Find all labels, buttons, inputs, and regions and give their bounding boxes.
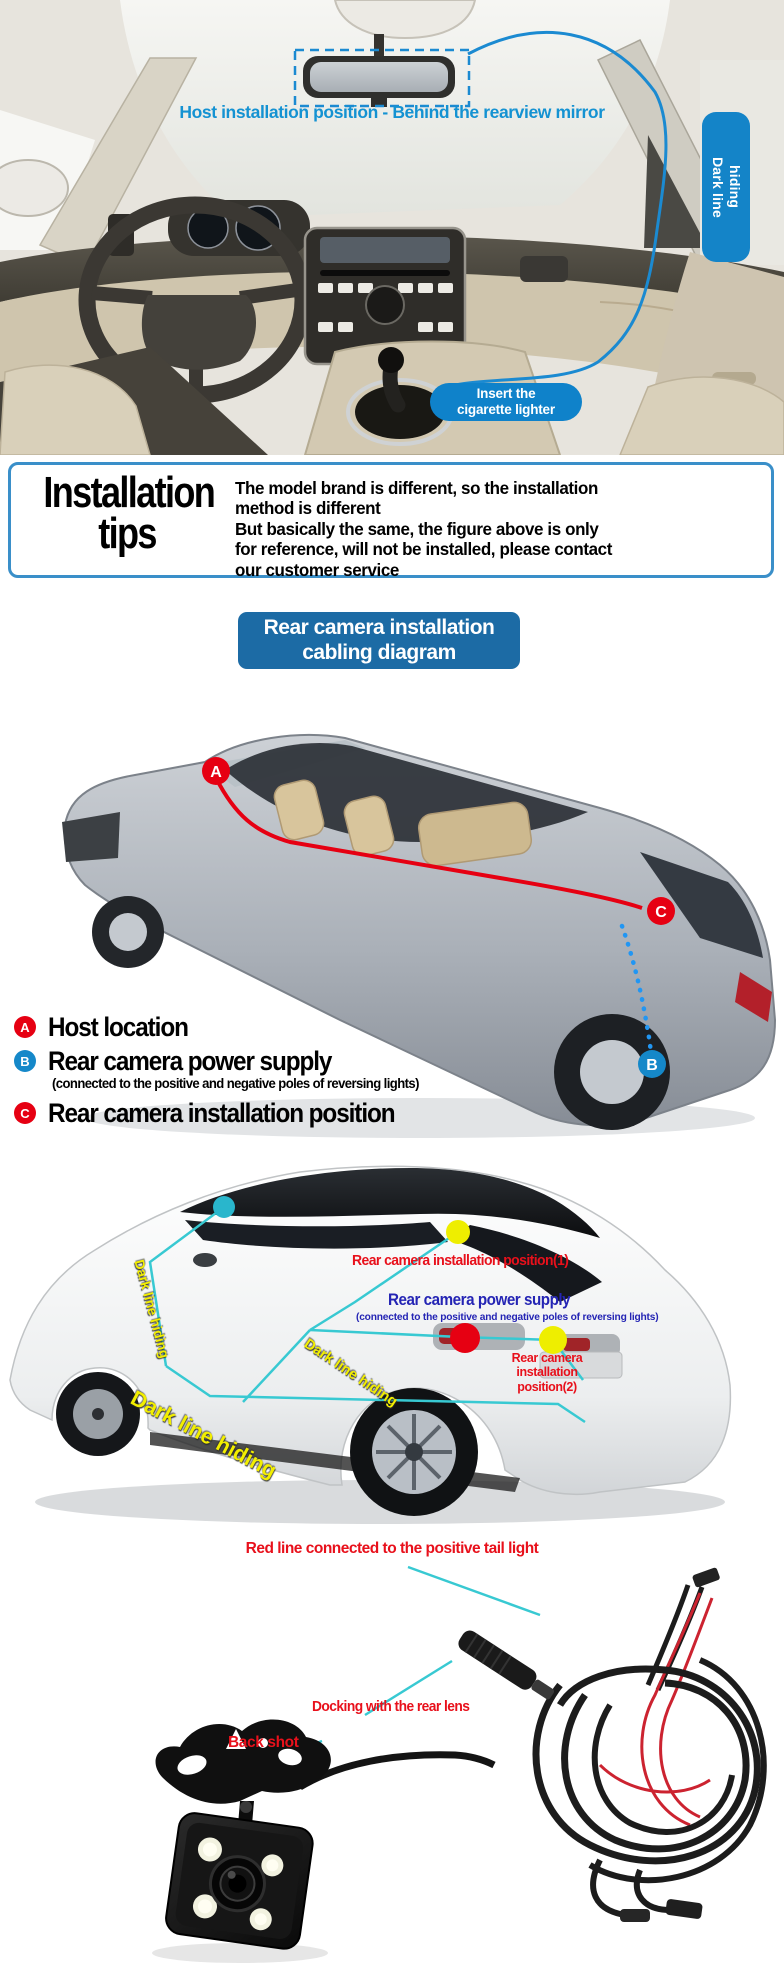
legend-row-b: B Rear camera power supply [14,1046,363,1077]
rear-wheel-rim [580,1040,644,1104]
front-wheel-rim [109,913,147,951]
steering-airbag [141,295,257,370]
windshield [120,0,670,218]
driver-seat [0,364,151,455]
legend-b-subtext: (connected to the positive and negative … [52,1076,419,1091]
power-supply-sublabel: (connected to the positive and negative … [356,1311,659,1323]
wire-harness [532,1584,767,1918]
sedan-glass-roof [180,1168,600,1238]
red-line-tail-light-label: Red line connected to the positive tail … [245,1540,539,1557]
red-cable-route [214,777,643,910]
side-mirror [0,159,69,217]
radio-knob [365,285,405,325]
wagon-cutaway-illustration: A C B [62,734,777,1138]
cigarette-lighter-badge: Insert the cigarette lighter [430,383,582,421]
gear-knob [378,347,404,373]
right-air-vent [520,256,568,282]
power-supply-label: Rear camera power supply [388,1291,571,1309]
legend-a-icon: A [14,1016,36,1038]
front-wheel [56,1372,140,1456]
overhead-console [333,0,477,40]
sedan-illustration [9,1165,732,1524]
svg-text:B: B [646,1057,658,1074]
marker-c: C [647,897,675,925]
blue-dotted-route [619,923,654,1055]
right-pillar-trim [644,135,708,248]
camera-lens [208,1855,266,1913]
radio-buttons [318,283,453,332]
cabling-diagram-section: A C B A Host location B Rear camera powe… [0,690,784,1140]
sedan-side-windows [185,1220,448,1249]
rear-wheel [350,1388,478,1516]
tips-title: Installation tips [43,468,215,558]
marker-b: B [638,1050,666,1078]
harness-connector [458,1630,555,1700]
harness-tail-plug-1 [665,1899,703,1919]
products-section: Docking with the rear lens Back shot [0,1565,784,1979]
cabling-diagram-heading: Rear camera installation cabling diagram [238,612,520,669]
camera-cable [298,1751,496,1791]
yellow-dot-marker-1 [446,1220,470,1244]
mirror-stem [374,34,384,60]
camera-led-lights [192,1837,284,1931]
radio-display [320,237,450,263]
wagon-grille [62,812,120,862]
tips-body-text: The model brand is different, so the ins… [235,478,612,580]
sedan-body [9,1165,732,1496]
svg-text:C: C [655,904,667,921]
cable-routing-line [435,30,668,392]
legend-row-a: A Host location [14,1012,203,1043]
mirror-tab [371,98,387,107]
marker-a: A [202,757,230,785]
car-interior-illustration [0,0,784,455]
tips-box: Installation tips The model brand is dif… [8,462,774,580]
wagon-rear-window [640,852,763,958]
cd-slot [320,270,450,276]
yellow-dot-marker-2 [539,1326,567,1354]
svg-text:A: A [210,764,222,781]
tail-light-right-red [563,1338,590,1351]
legend-a-label: Host location [48,1012,189,1042]
wagon-seats [273,779,533,867]
rear-camera-diagram-section: Rear camera installation position(1) Rea… [0,1140,784,1565]
legend-b-label: Rear camera power supply [48,1046,332,1076]
position2-label: Rear camera installation position(2) [511,1351,583,1394]
host-position-label: Host installation position - Behind the … [179,102,605,122]
position1-label: Rear camera installation position(1) [352,1252,569,1269]
legend-row-c: C Rear camera installation position [14,1098,433,1129]
interior-photo-section: Host installation position - Behind the … [0,0,784,455]
cabling-heading-section: Rear camera installation cabling diagram [0,600,784,690]
legend-c-label: Rear camera installation position [48,1098,396,1128]
rearview-mirror-glass [310,62,448,92]
harness-tail-plug-2 [620,1909,650,1922]
sedan-side-mirror [193,1253,217,1267]
wagon-tail-light [735,972,772,1022]
docking-label: Docking with the rear lens [312,1698,470,1715]
back-shot-label: Back shot [228,1734,299,1751]
camera-cube [165,1812,314,1950]
camera-shadow [152,1943,328,1963]
dark-line-hiding-banner: Dark line hiding [702,112,750,262]
harness-top-plug [692,1567,720,1588]
red-dot-marker [450,1323,480,1353]
cyan-dot-marker [213,1196,235,1218]
installation-tips-section: Installation tips The model brand is dif… [0,455,784,600]
camera-bracket [155,1719,331,1825]
mirror-dashed-highlight [293,48,471,108]
camera-and-harness-illustration [152,1565,767,1963]
sedan-rear-window [450,1225,602,1302]
legend-b-icon: B [14,1050,36,1072]
legend-c-icon: C [14,1102,36,1124]
